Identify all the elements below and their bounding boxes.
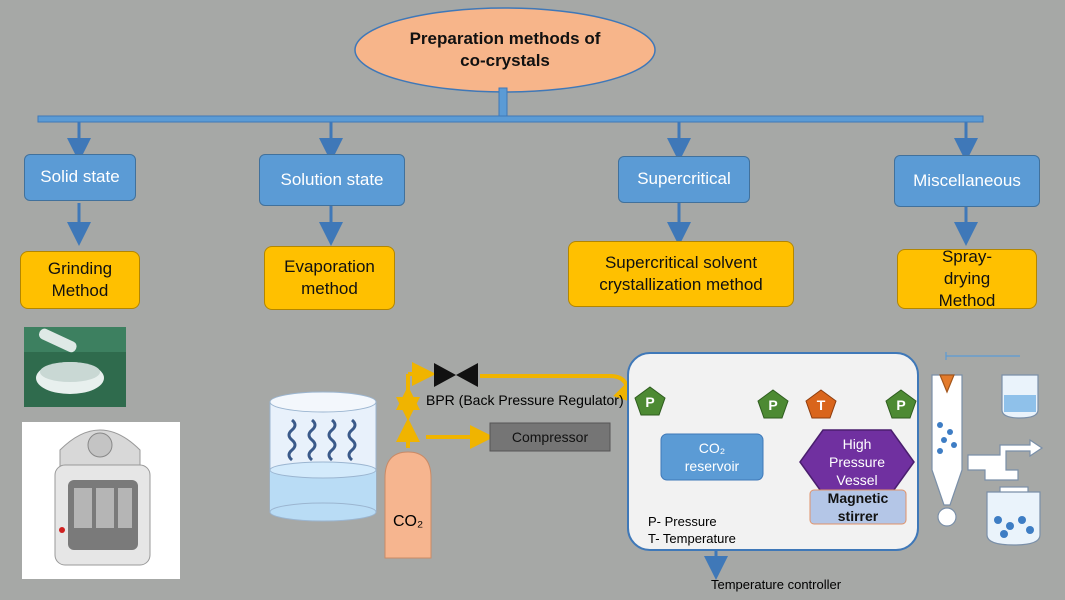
category-solution-state: Solution state: [259, 154, 405, 206]
co2-tank: [384, 451, 432, 559]
category-miscellaneous: Miscellaneous: [894, 155, 1040, 207]
method-spray-drying: Spray-drying Method: [897, 247, 1037, 310]
co2-tank-label: CO₂: [393, 513, 424, 530]
bpr-label: BPR (Back Pressure Regulator): [426, 392, 624, 408]
solution-beaker: [269, 391, 377, 522]
co2-reservoir-label: CO₂ reservoir: [684, 439, 740, 474]
ball-mill-image: [22, 422, 180, 579]
gauge-2-label: P: [768, 397, 778, 413]
co2-reservoir-box: [660, 433, 764, 481]
compressor-label: Compressor: [511, 428, 589, 445]
gauge-3-label: P: [896, 397, 906, 413]
tree-connectors: [37, 87, 984, 246]
category-solid-state: Solid state: [24, 154, 136, 201]
stirrer-label: Magnetic stirrer: [827, 489, 889, 524]
gauge-t-label: T: [816, 397, 826, 413]
pressure-gauge-3: [885, 389, 917, 419]
vessel-label: High Pressure Vessel: [828, 435, 886, 489]
legend-temperature: T- Temperature: [648, 531, 736, 546]
method-grinding: Grinding Method: [20, 251, 140, 309]
bpr-valve-icon: [434, 363, 478, 387]
pressure-gauge-1: [634, 386, 666, 416]
gauge-1-label: P: [645, 394, 655, 410]
category-supercritical: Supercritical: [618, 156, 750, 203]
magnetic-stirrer-box: [809, 489, 907, 525]
compressor-box: [489, 422, 611, 452]
method-supercritical-solvent: Supercritical solvent crystallization me…: [568, 241, 794, 307]
temperature-controller-label: Temperature controller: [711, 577, 842, 592]
method-evaporation: Evaporation method: [264, 246, 395, 310]
pressure-gauge-2: [757, 389, 789, 419]
spray-dryer-illustration: [931, 352, 1044, 546]
temperature-gauge: [805, 389, 837, 419]
legend-pressure: P- Pressure: [648, 514, 717, 529]
diagram-title: Preparation methods of co-crystals: [409, 28, 601, 70]
mortar-pestle-image: [24, 327, 126, 407]
